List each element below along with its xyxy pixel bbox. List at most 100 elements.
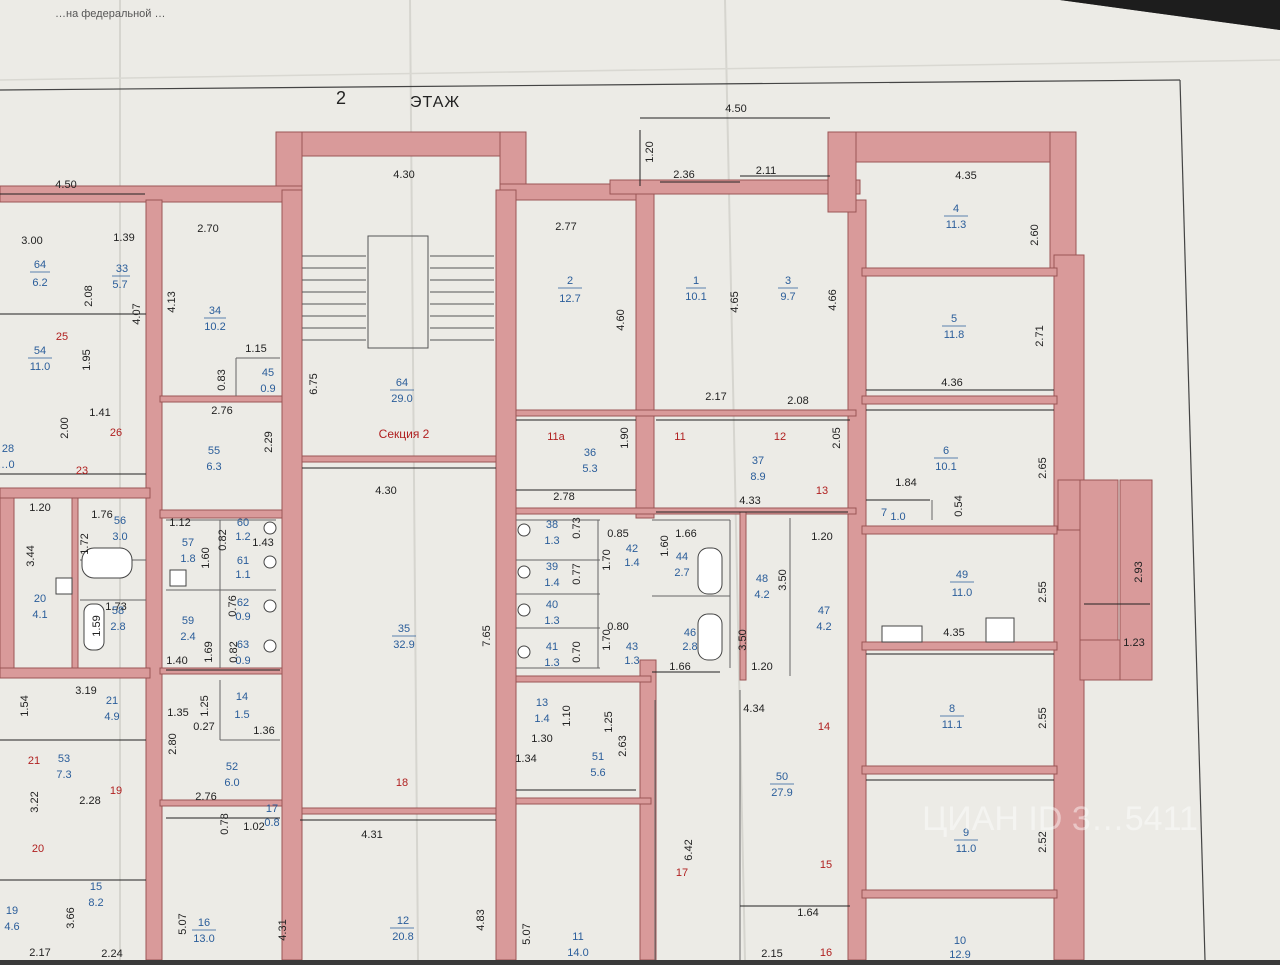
dimension: 0.76 — [227, 595, 239, 616]
room-area: 11.0 — [952, 587, 973, 599]
dimension-lines — [0, 117, 1150, 907]
room-number: 44 — [676, 551, 688, 563]
marker-label: 13 — [816, 485, 828, 497]
marker-label: 21 — [28, 755, 40, 767]
sink-icon — [169, 569, 187, 587]
bathtub-icon — [81, 547, 133, 579]
room-area: 1.4 — [624, 557, 639, 569]
room-number: 20 — [34, 593, 46, 605]
room-number: 2 — [567, 275, 573, 287]
room-area: 10.1 — [935, 461, 956, 473]
room-area: 11.3 — [946, 219, 967, 231]
marker-label: 26 — [110, 427, 122, 439]
dimension: 3.22 — [29, 791, 41, 812]
marker-label: 14 — [818, 721, 830, 733]
toilet-icon — [517, 523, 531, 537]
room-number: 5 — [951, 313, 957, 325]
dimension: 2.65 — [1037, 457, 1049, 478]
room-area: 5.7 — [112, 279, 127, 291]
room-area: 5.6 — [590, 767, 605, 779]
room-number: 52 — [226, 761, 238, 773]
room-area: 13.0 — [193, 933, 214, 945]
dimension: 2.36 — [673, 169, 694, 181]
dimension: 7.65 — [481, 625, 493, 646]
room-number: 62 — [237, 597, 249, 609]
dimension: 1.20 — [751, 661, 772, 673]
stairs — [302, 235, 494, 349]
room-area: 1.1 — [235, 569, 250, 581]
room-number: 48 — [756, 573, 768, 585]
dimension: 4.60 — [615, 309, 627, 330]
room-area: 1.3 — [544, 535, 559, 547]
toilet-icon — [517, 565, 531, 579]
dimension: 6.42 — [683, 839, 695, 860]
room-labels: 64 6.2 33 5.7 54 11.0 34 10.2 45 0.9 28 … — [0, 203, 976, 961]
room-area: 2.8 — [110, 621, 125, 633]
toilet-icon — [263, 599, 277, 613]
dimension: 2.80 — [167, 733, 179, 754]
dimension: 2.52 — [1037, 831, 1049, 852]
walls — [0, 131, 1153, 961]
header-top-text: …на федеральной … — [55, 8, 166, 20]
room-number: 1 — [693, 275, 699, 287]
dimension: 1.69 — [203, 641, 215, 662]
room-area: 12.7 — [559, 293, 580, 305]
room-area: 1.4 — [544, 577, 559, 589]
room-number: 46 — [684, 627, 696, 639]
room-area: 4.9 — [104, 711, 119, 723]
dimension: 4.50 — [725, 103, 746, 115]
room-number: 45 — [262, 367, 274, 379]
dimension: 1.39 — [113, 232, 134, 244]
room-number: 57 — [182, 537, 194, 549]
dimension: 3.66 — [65, 907, 77, 928]
room-number: 64 — [34, 259, 46, 271]
room-area: 10.1 — [685, 291, 706, 303]
dimension: 2.11 — [756, 165, 777, 177]
room-area: 1.5 — [234, 709, 249, 721]
dimension: 2.17 — [29, 947, 50, 959]
dimension: 2.55 — [1037, 581, 1049, 602]
dimension: 2.60 — [1029, 224, 1041, 245]
room-number: 47 — [818, 605, 830, 617]
room-number: 36 — [584, 447, 596, 459]
dimension: 3.50 — [777, 569, 789, 590]
dimension: 1.20 — [644, 141, 656, 162]
toilet-icon — [263, 521, 277, 535]
room-number: 21 — [106, 695, 118, 707]
room-number: 12 — [397, 915, 409, 927]
room-number: 14 — [236, 691, 248, 703]
dimension: 1.66 — [669, 661, 690, 673]
sink-icon — [55, 577, 73, 595]
toilet-icon — [263, 555, 277, 569]
room-area: 1.8 — [180, 553, 195, 565]
toilet-icon — [263, 639, 277, 653]
floor-number: 2 — [336, 88, 346, 108]
room-area: 6.3 — [206, 461, 221, 473]
room-area: 4.6 — [4, 921, 19, 933]
room-area: 2.4 — [180, 631, 195, 643]
dimension: 4.33 — [739, 495, 760, 507]
marker-label: 25 — [56, 331, 68, 343]
room-area: 11.0 — [30, 361, 51, 373]
room-area: 1.3 — [544, 615, 559, 627]
dimension: 2.70 — [197, 223, 218, 235]
dimension: 0.82 — [217, 529, 229, 550]
room-number: 15 — [90, 881, 102, 893]
dimension: 1.20 — [29, 502, 50, 514]
room-number: 38 — [546, 519, 558, 531]
room-number: 60 — [237, 517, 249, 529]
marker-label: 17 — [676, 867, 688, 879]
dimension: 1.54 — [19, 695, 31, 716]
dimension: 0.54 — [953, 495, 965, 516]
dimension: 0.27 — [193, 721, 214, 733]
room-area: 8.2 — [88, 897, 103, 909]
room-area: 7.3 — [56, 769, 71, 781]
room-area: 1.3 — [544, 657, 559, 669]
room-number: 53 — [58, 753, 70, 765]
marker-label: 11 — [674, 431, 685, 443]
dimension: 1.41 — [89, 407, 110, 419]
dimension: 2.08 — [787, 395, 808, 407]
red-markers: 25 26 23 11а 11 12 13 21 19 20 18 14 17 … — [28, 331, 832, 959]
dimension: 4.13 — [166, 291, 178, 312]
dimension: 0.77 — [571, 563, 583, 584]
